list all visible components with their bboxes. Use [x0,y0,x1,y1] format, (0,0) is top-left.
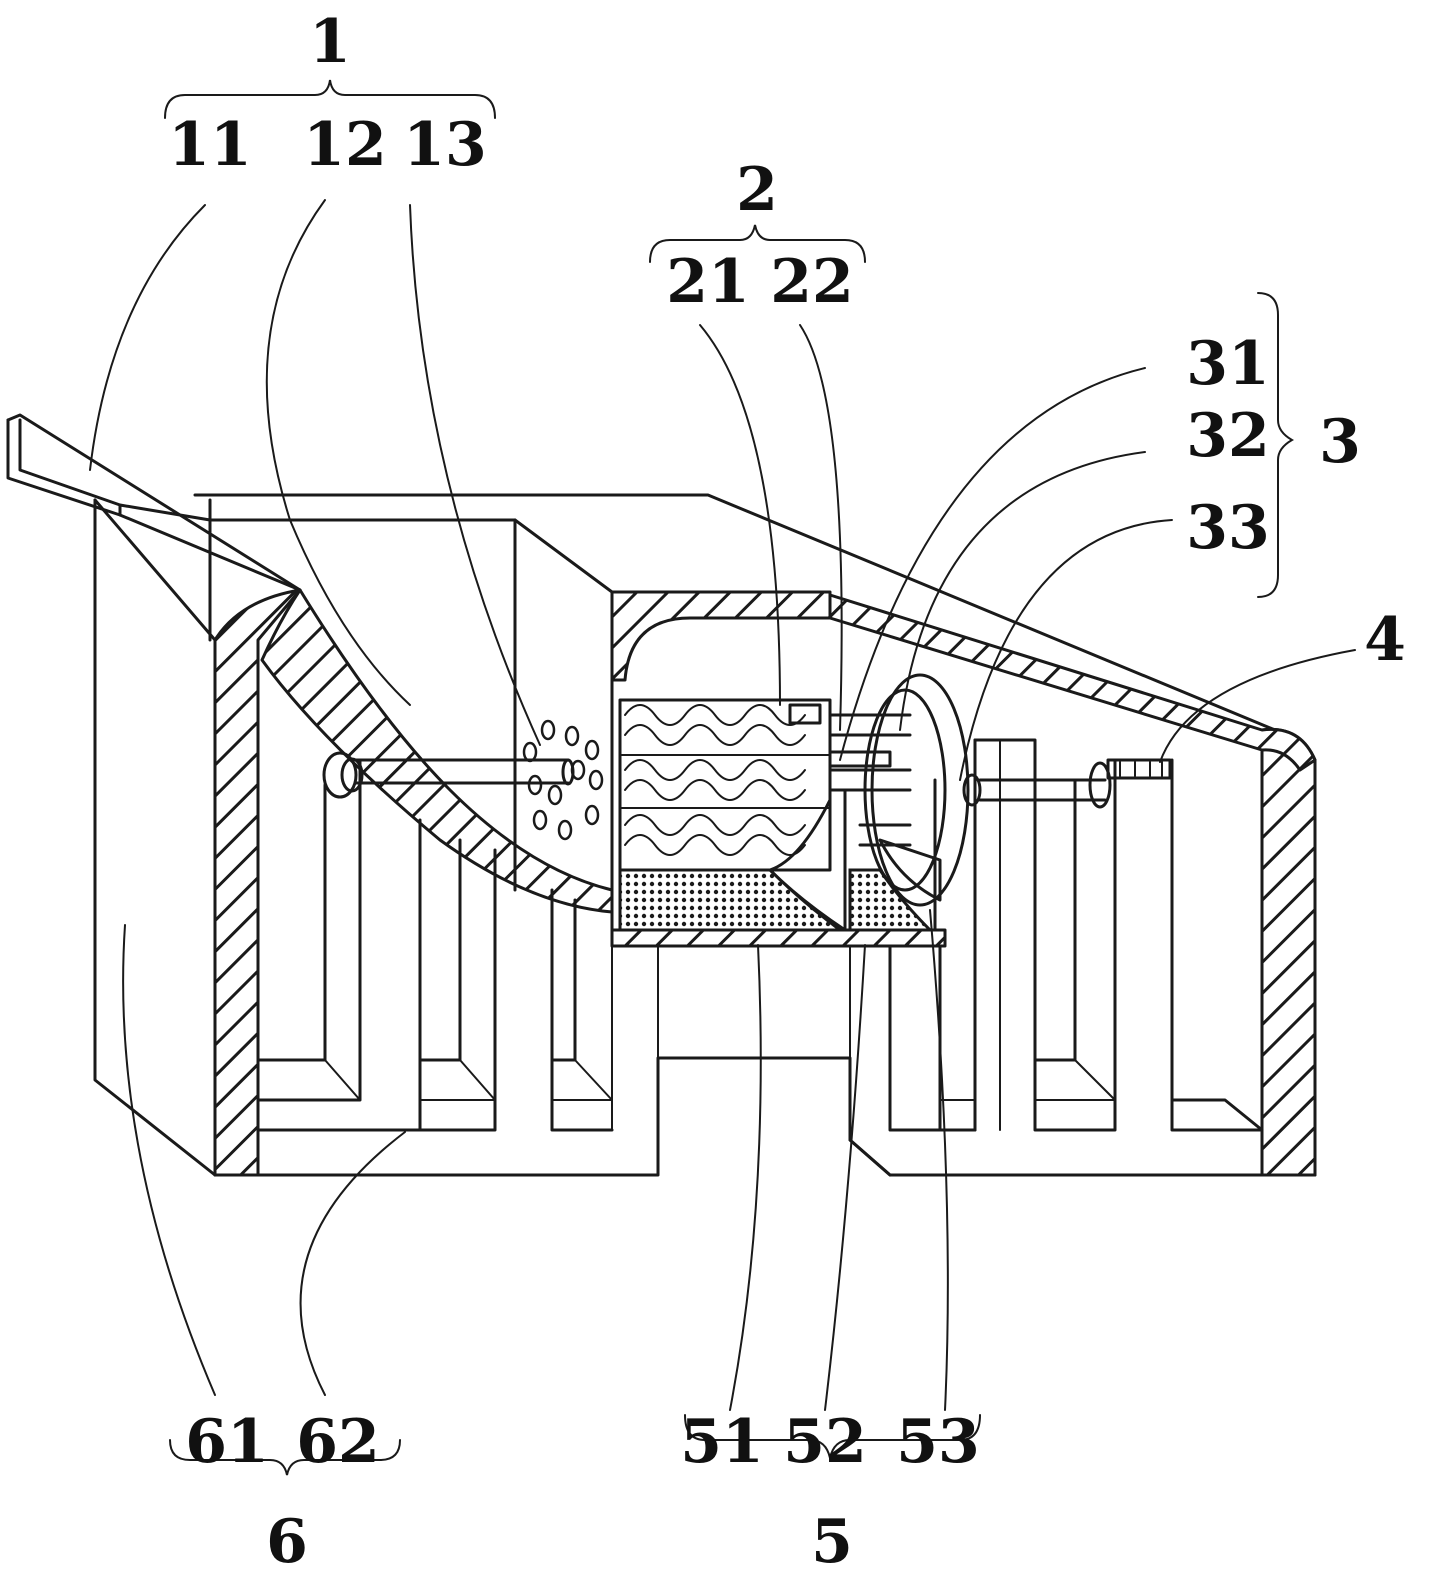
crushing-rollers-21 [620,700,830,870]
label-31: 31 [1186,329,1270,399]
label-22: 22 [770,247,854,317]
label-61: 61 [185,1407,269,1477]
label-12: 12 [303,110,387,180]
label-group-1: 1 [309,7,351,77]
filter-mesh-51 [620,870,840,930]
label-21: 21 [666,247,750,317]
partitions-right [850,740,1262,1175]
label-11: 11 [168,110,252,180]
screen-frame [612,592,830,680]
label-group-2: 2 [736,155,778,225]
label-13: 13 [403,110,487,180]
feed-chute-12 [262,590,612,912]
rods-31 [830,715,910,845]
label-group-3: 3 [1319,407,1361,477]
label-4: 4 [1364,605,1406,675]
filter-base [612,930,945,946]
label-53: 53 [896,1407,980,1477]
label-51: 51 [680,1407,764,1477]
right-wall [1262,729,1315,1175]
label-32: 32 [1186,401,1270,471]
label-52: 52 [783,1407,867,1477]
leader-lines [90,200,1355,1410]
label-group-6: 6 [266,1507,308,1577]
feed-hopper-11 [8,415,300,590]
label-33: 33 [1186,493,1270,563]
label-group-5: 5 [811,1507,853,1577]
label-62: 62 [296,1407,380,1477]
